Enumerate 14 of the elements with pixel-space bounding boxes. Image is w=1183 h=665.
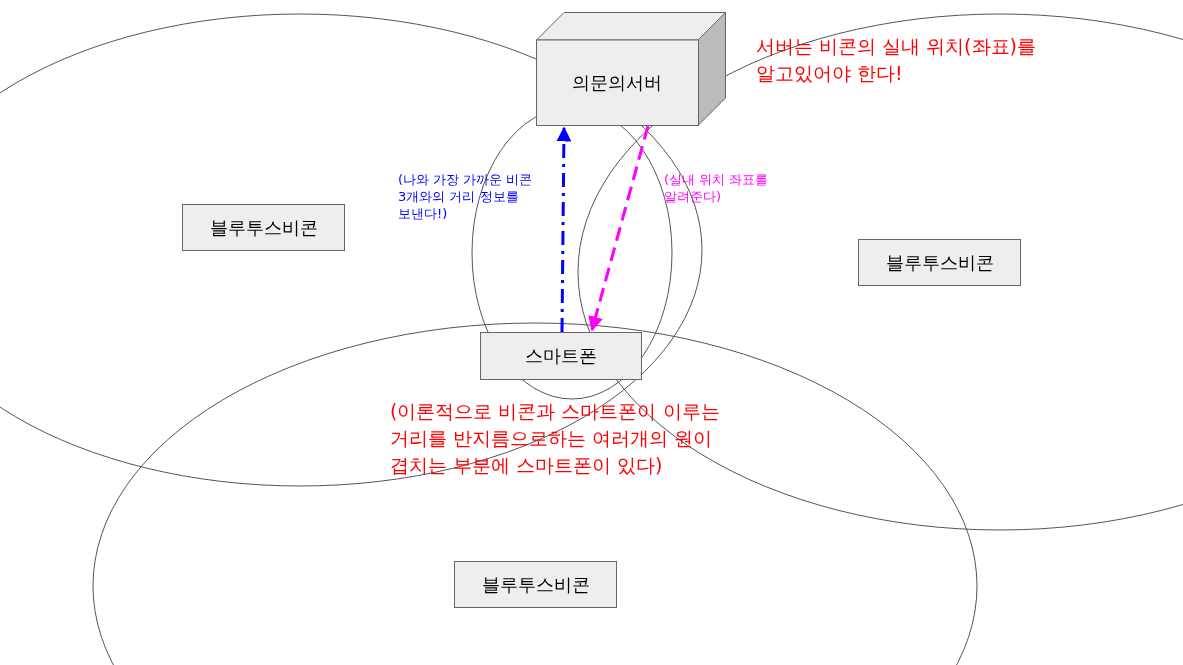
beacon-box [182, 204, 345, 251]
arrow [556, 126, 572, 332]
node-label: 의문의서버 [572, 71, 662, 95]
smartphone-box [480, 332, 642, 380]
edge-label: (나와 가장 가까운 비콘 3개와의 거리 정보를 보낸다!) [398, 171, 534, 222]
beacon-box [858, 239, 1021, 286]
node-label: 블루투스비콘 [209, 215, 318, 240]
node-label: 스마트폰 [525, 344, 597, 368]
arrow [588, 125, 650, 332]
node-label: 블루투스비콘 [885, 250, 994, 275]
note-text: (이론적으로 비콘과 스마트폰이 이루는 거리를 반지름으로하는 여러개의 원이 겹치는 부분에 스마트폰이 있다) [390, 399, 720, 478]
node-label: 블루투스비콘 [481, 572, 590, 597]
edge-label: (실내 위치 좌표를 알려준다) [664, 171, 770, 205]
beacon-box [454, 561, 617, 608]
